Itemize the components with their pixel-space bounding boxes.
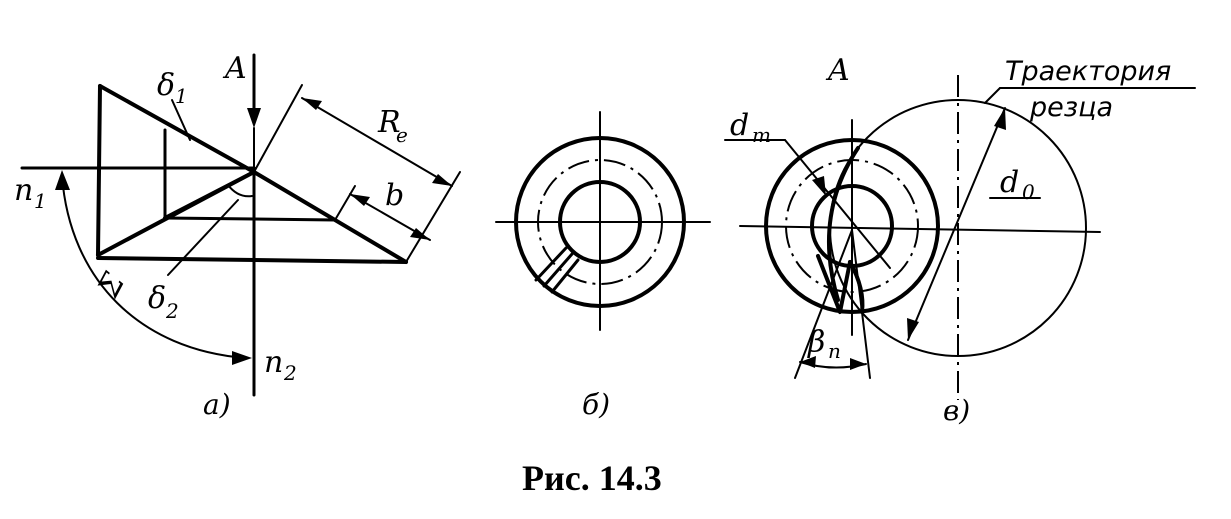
v-beta-arrow-right [850, 358, 866, 370]
diagram-a-cone-geometry: A δ 1 δ 2 R e b n 1 n 2 Σ а) [14, 51, 461, 421]
v-label-A: A [825, 53, 850, 88]
v-beta-line-left [794, 229, 853, 379]
v-d0-arrow-top [994, 108, 1006, 130]
v-dm-arrow [812, 176, 826, 196]
label-sigma: Σ [91, 267, 133, 304]
re-dimension-line [301, 97, 453, 187]
label-n2-sub: 2 [283, 361, 297, 385]
label-A: A [222, 51, 247, 86]
figure-caption: Рис. 14.3 [522, 458, 662, 498]
diagram-v-cutter-trajectory: A Траектория резца d m d 0 β п в) [724, 53, 1196, 427]
label-n1-sub: 1 [34, 189, 47, 213]
v-dm-line [784, 139, 891, 269]
sigma-arrow-bottom [232, 351, 252, 365]
label-Re-sub: e [396, 123, 408, 147]
v-label-d0-sub: 0 [1022, 180, 1035, 204]
v-trajectory-leader-diag [984, 87, 1001, 104]
label-delta2: δ [148, 281, 166, 316]
v-label-trajectory-line2: резца [1029, 92, 1113, 123]
apex-angle-arc [227, 184, 253, 198]
b-tooth-line-1 [534, 246, 568, 282]
re-extension-top [253, 84, 303, 173]
b-inner-circle [558, 180, 642, 264]
b-pitch-circle [537, 159, 663, 285]
v-label-beta-sub: п [828, 339, 841, 363]
cone-2-base [96, 256, 408, 264]
v-gear-outer-circle [764, 138, 940, 314]
delta1-leader [171, 99, 191, 141]
b-extension [334, 185, 356, 221]
v-beta-arrow-left [800, 356, 816, 368]
diagram-b-gear-front-view: б) [495, 111, 711, 421]
cone-2-inner-edge [163, 216, 337, 222]
caption-b: б) [582, 388, 610, 421]
cone-2-outline [96, 170, 408, 264]
v-center-line-horizontal [739, 225, 1101, 233]
v-d0-line [907, 107, 1006, 341]
delta2-leader [167, 199, 239, 276]
b-arrow-end [410, 228, 430, 240]
label-n2: n [264, 345, 283, 380]
b-arrow-start [350, 194, 370, 206]
b-tooth-line-3 [550, 258, 580, 294]
cone-1-back [96, 84, 102, 257]
v-label-beta: β [807, 325, 825, 360]
sigma-arc [61, 175, 247, 359]
label-delta1-sub: 1 [175, 84, 188, 108]
v-label-dm: d [730, 108, 749, 143]
re-extension-bottom [405, 171, 461, 263]
re-arrow-end [432, 174, 452, 186]
v-cutter-tooth [816, 254, 852, 314]
v-d0-arrow-bottom [907, 318, 919, 340]
b-tooth-line-2 [542, 252, 574, 288]
v-label-d0: d [1000, 165, 1019, 200]
label-Re: R [377, 105, 401, 140]
v-beta-line-right [851, 229, 871, 379]
label-delta2-sub: 2 [165, 299, 179, 323]
v-label-trajectory-line1: Траектория [1005, 56, 1171, 87]
label-n1: n [14, 173, 33, 208]
b-outer-circle [514, 136, 686, 308]
v-label-dm-sub: m [752, 123, 771, 147]
label-b: b [385, 178, 404, 213]
caption-v: в) [943, 394, 970, 427]
re-arrow-start [302, 98, 322, 110]
caption-a: а) [203, 388, 231, 421]
sigma-arrow-top [55, 170, 70, 190]
label-delta1: δ [157, 68, 175, 103]
arrow-A-head [247, 108, 261, 128]
